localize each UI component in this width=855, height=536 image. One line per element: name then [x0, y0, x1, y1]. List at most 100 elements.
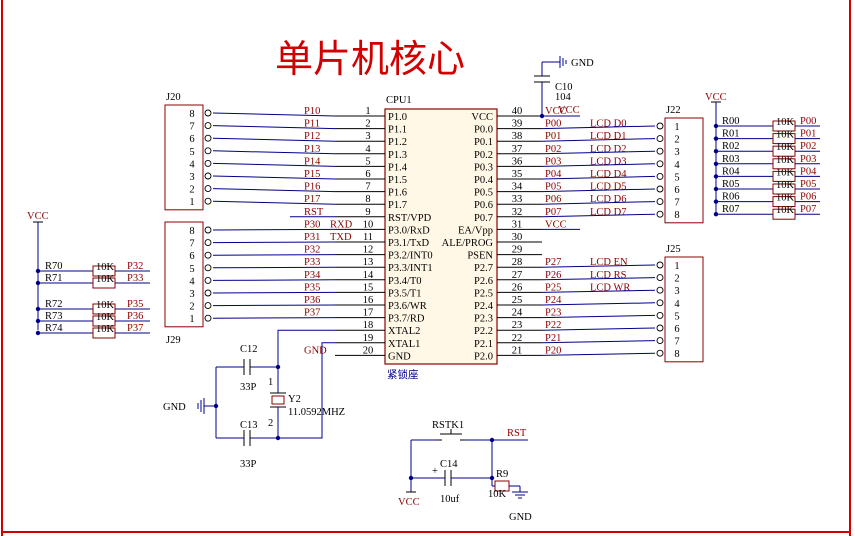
net-label-right: VCC: [545, 219, 567, 230]
cpu-pin-name: P0.6: [474, 200, 493, 211]
net-label-left: P14: [304, 156, 321, 167]
header-pin-bubble: [204, 264, 212, 272]
wire-p3-j29: [212, 254, 336, 256]
header-pin-number: 6: [674, 185, 679, 196]
junction-dot: [713, 161, 719, 166]
header-pin-bubble: [656, 261, 664, 269]
cpu-pin-number: 2: [365, 119, 370, 130]
resistor-ref: R01: [722, 129, 740, 140]
cap-polarity: +: [432, 466, 438, 477]
cpu-pin-number: 15: [363, 282, 374, 293]
header-ref: J22: [666, 105, 681, 116]
sheet-title: 单片机核心: [275, 37, 465, 81]
vcc-label: VCC: [27, 211, 49, 222]
net-label-right: P24: [545, 295, 562, 306]
resistor-ref: R9: [496, 469, 508, 480]
resistor-value: 10K: [96, 274, 115, 285]
cpu-pin-name: VCC: [471, 112, 493, 123]
header-pin-number: 8: [674, 210, 679, 221]
wire-p2-j25: [541, 264, 656, 268]
wire-p2-j25: [541, 302, 656, 306]
header-pin-bubble: [204, 134, 212, 142]
cpu-pin-number: 33: [512, 194, 523, 205]
net-alias-right: LCD WR: [590, 282, 630, 293]
resistor-value: 10K: [776, 180, 795, 191]
wire-p3-j29: [212, 291, 336, 294]
wire-p0-j22: [541, 163, 656, 167]
header-pin-number: 5: [189, 147, 194, 158]
header-pin-bubble: [204, 197, 212, 205]
net-alias-right: LCD D5: [590, 182, 626, 193]
cpu-pin-number: 16: [363, 295, 374, 306]
resistor-value: 10K: [776, 155, 795, 166]
cpu-pin-number: 32: [512, 207, 523, 218]
header-pin-number: 3: [189, 172, 194, 183]
cpu-pin-number: 37: [512, 144, 523, 155]
cpu-pin-name: P2.5: [474, 288, 493, 299]
wire-p3-j29: [212, 266, 336, 269]
cap-ref: C12: [240, 344, 258, 355]
net-label-right: P20: [545, 345, 561, 356]
cap-ref: C10: [555, 82, 573, 93]
net-label-right: P25: [545, 282, 561, 293]
net-label-left: P15: [304, 169, 320, 180]
cpu-pin-name: P0.5: [474, 188, 493, 199]
header-pin-number: 2: [674, 135, 679, 146]
cpu-pin-number: 22: [512, 333, 523, 344]
net-alias-right: LCD EN: [590, 257, 628, 268]
wire-p2-j25: [541, 352, 656, 356]
cpu-pin-name: P1.2: [388, 137, 407, 148]
cpu-ref: CPU1: [386, 95, 412, 106]
resistor-ref: R70: [45, 261, 63, 272]
cpu-pin-name: XTAL1: [388, 339, 420, 350]
net-alias-right: LCD D7: [590, 207, 626, 218]
cpu-pin-name: ALE/PROG: [442, 238, 494, 249]
net-label-left: P36: [304, 295, 320, 306]
junction-dot: [35, 280, 41, 286]
cpu-pin-number: 38: [512, 131, 523, 142]
header-pin-bubble: [656, 311, 664, 319]
resistor-ref: R00: [722, 116, 740, 127]
header-pin-number: 1: [674, 261, 679, 272]
resistor-ref: R04: [722, 166, 740, 177]
junction-dot: [713, 123, 719, 129]
junction-dot: [275, 435, 281, 441]
header-pin-bubble: [204, 185, 212, 193]
resistor-ref: R05: [722, 179, 740, 190]
net-label-left: P33: [304, 257, 320, 268]
cpu-pin-name: RST/VPD: [388, 213, 432, 224]
net-label-left: P32: [304, 245, 320, 256]
net-label-left: P37: [304, 308, 320, 319]
resistor-ref: R71: [45, 273, 63, 284]
header-pin-number: 4: [189, 276, 195, 287]
crystal-pin-number: 1: [268, 377, 273, 388]
cpu-pin-number: 5: [365, 156, 370, 167]
header-pin-number: 2: [189, 302, 194, 313]
cpu-pin-number: 6: [365, 169, 370, 180]
cpu-pin-name: XTAL2: [388, 326, 420, 337]
cpu-pin-number: 19: [363, 333, 374, 344]
cpu-pin-number: 11: [363, 232, 373, 243]
header-pin-bubble: [656, 349, 664, 357]
net-label-left: P17: [304, 194, 320, 205]
cpu-pin-name: PSEN: [467, 251, 493, 262]
cpu-pin-number: 29: [512, 245, 523, 256]
junction-dot: [35, 268, 41, 274]
cpu-pin-number: 39: [512, 119, 523, 130]
wire-p3-j29: [212, 317, 336, 319]
header-pin-number: 7: [674, 198, 679, 209]
wire-p3-j29: [212, 304, 336, 307]
cpu-pin-name: P3.2/INT0: [388, 251, 433, 262]
crystal-pin-number: 2: [268, 418, 273, 429]
header-pin-bubble: [656, 274, 664, 282]
net-label-right: P23: [545, 308, 561, 319]
cpu-pin-number: 21: [512, 345, 523, 356]
resistor-ref: R02: [722, 141, 740, 152]
